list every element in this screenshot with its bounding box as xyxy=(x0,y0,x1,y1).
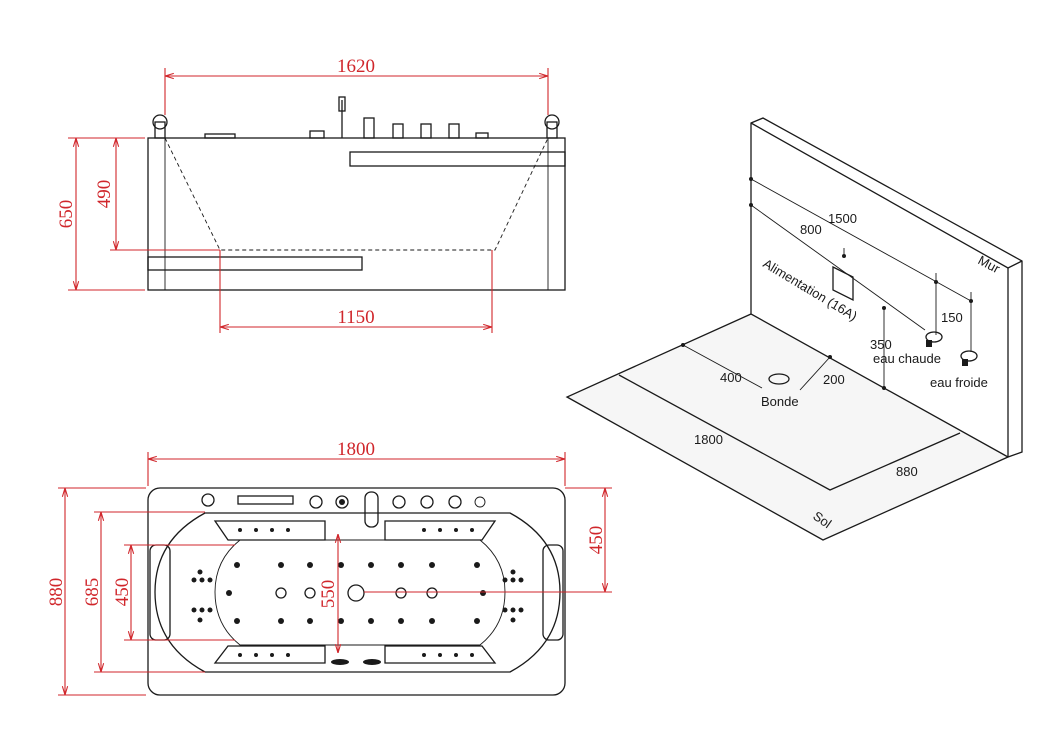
dim-650: 650 xyxy=(56,200,77,229)
side-panel-upper xyxy=(349,151,566,167)
dim-800: 800 xyxy=(800,222,822,237)
deck-controls xyxy=(201,491,486,528)
power-label: Alimentation (16A) xyxy=(760,256,859,324)
dim-1800: 1800 xyxy=(337,439,375,460)
cold-water-valve-icon xyxy=(960,350,978,366)
wall-label: Mur xyxy=(976,252,1003,276)
elevation-view: 1620 650 490 1150 xyxy=(56,56,566,333)
dim-685: 685 xyxy=(82,578,103,607)
dim-1620: 1620 xyxy=(337,56,375,77)
dim-150: 150 xyxy=(941,310,963,325)
tub-rim xyxy=(154,512,561,673)
dim-880-floor: 880 xyxy=(896,464,918,479)
dim-1150: 1150 xyxy=(337,307,374,328)
dim-400: 400 xyxy=(720,370,742,385)
dim-1500: 1500 xyxy=(828,211,857,226)
side-panel-lower xyxy=(147,256,363,271)
hot-water-label: eau chaude xyxy=(873,351,941,366)
tub-footprint xyxy=(618,374,961,491)
installation-view: 1500 800 Alimentation (16A) Mur 150 350 … xyxy=(565,117,1023,541)
jets xyxy=(191,528,524,665)
dim-880: 880 xyxy=(46,578,67,607)
drain-icon xyxy=(347,584,365,602)
dim-550: 550 xyxy=(318,580,339,609)
dim-350: 350 xyxy=(870,337,892,352)
floor xyxy=(565,313,1009,541)
hot-water-valve-icon xyxy=(925,331,943,347)
dim-450-right: 450 xyxy=(586,526,607,555)
inner-basin-outline xyxy=(164,137,549,251)
dim-1800-floor: 1800 xyxy=(694,432,723,447)
dim-200: 200 xyxy=(823,372,845,387)
headrest-left xyxy=(149,544,171,641)
drain-bonde-icon xyxy=(768,373,790,385)
cold-water-label: eau froide xyxy=(930,375,988,390)
plan-view: 1800 880 685 450 550 450 xyxy=(46,439,612,696)
dim-450-left: 450 xyxy=(112,578,133,607)
grab-handle-icon xyxy=(201,493,215,507)
tub-basin xyxy=(214,539,506,646)
top-fittings xyxy=(152,96,560,139)
dim-490: 490 xyxy=(94,180,115,209)
power-socket-icon xyxy=(832,265,854,302)
control-panel xyxy=(237,495,294,505)
drain-label: Bonde xyxy=(761,394,799,409)
tub-body-side xyxy=(147,137,566,291)
faucet-icon xyxy=(364,491,379,528)
